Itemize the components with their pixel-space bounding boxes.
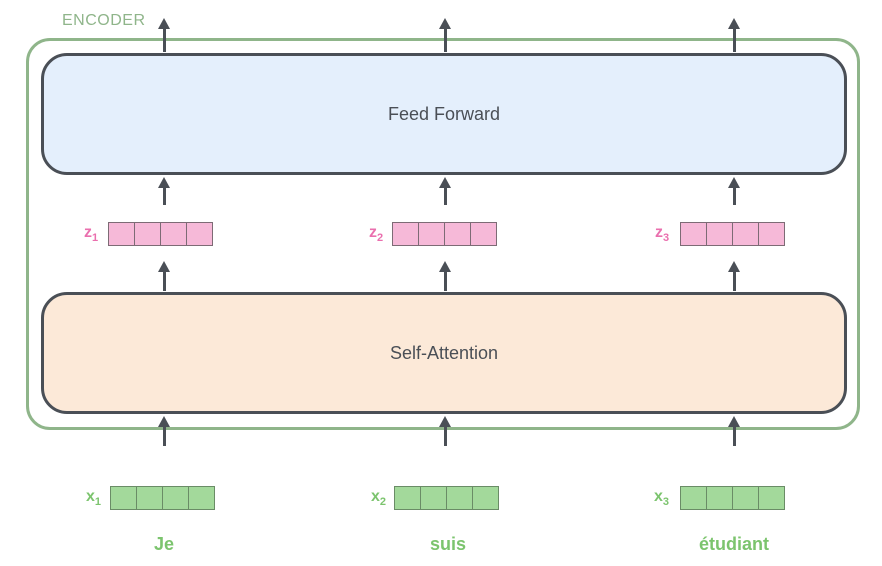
sa-input-arrow-2 xyxy=(439,416,451,446)
x-vector-label-3: x3 xyxy=(654,488,670,509)
z-vector-3 xyxy=(680,222,785,246)
x-vector-2 xyxy=(394,486,499,510)
input-word-3: étudiant xyxy=(699,534,769,554)
x-vector-label-1: x1 xyxy=(86,488,102,509)
sa-output-arrow-3 xyxy=(728,261,740,291)
ff-input-arrow-1 xyxy=(158,177,170,205)
output-arrow-1 xyxy=(158,18,170,52)
input-word-1: Je xyxy=(153,534,175,554)
z-vector-1 xyxy=(108,222,213,246)
sa-output-arrow-2 xyxy=(439,261,451,291)
encoder-frame xyxy=(26,38,860,430)
self-attention-label: Self-Attention xyxy=(389,342,499,363)
x-vector-1 xyxy=(110,486,215,510)
sa-input-arrow-1 xyxy=(158,416,170,446)
ff-input-arrow-2 xyxy=(439,177,451,205)
z-vector-label-1: z1 xyxy=(84,224,99,245)
x-vector-label-2: x2 xyxy=(371,488,387,509)
sa-output-arrow-1 xyxy=(158,261,170,291)
input-word-2: suis xyxy=(429,534,467,554)
sa-input-arrow-3 xyxy=(728,416,740,446)
z-vector-2 xyxy=(392,222,497,246)
ff-input-arrow-3 xyxy=(728,177,740,205)
x-vector-3 xyxy=(680,486,785,510)
z-vector-label-3: z3 xyxy=(655,224,670,245)
encoder-label: ENCODER xyxy=(60,12,148,30)
output-arrow-3 xyxy=(728,18,740,52)
self-attention-layer: Self-Attention xyxy=(41,292,847,414)
feed-forward-label: Feed Forward xyxy=(387,103,501,124)
feed-forward-layer: Feed Forward xyxy=(41,53,847,175)
z-vector-label-2: z2 xyxy=(369,224,384,245)
output-arrow-2 xyxy=(439,18,451,52)
